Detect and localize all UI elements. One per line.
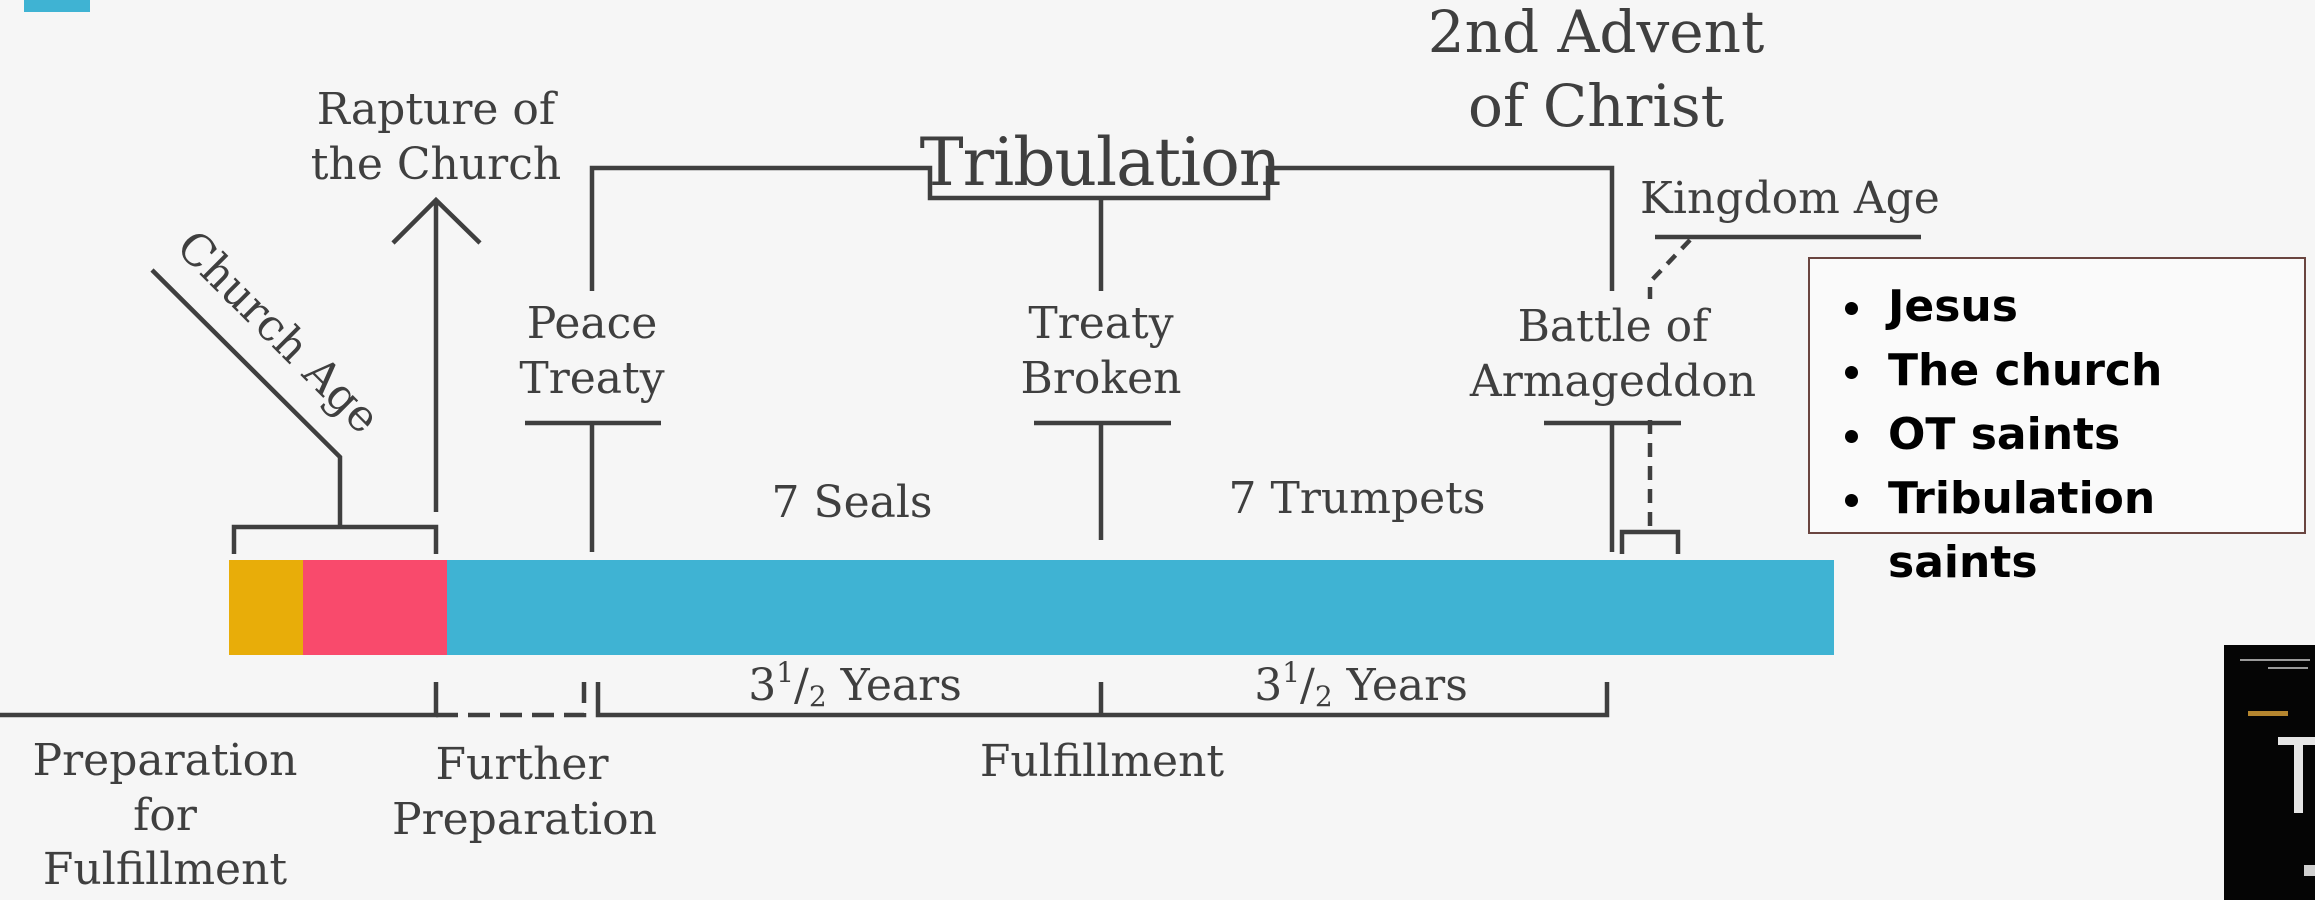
fulfillment-label: Fulfillment bbox=[979, 736, 1225, 787]
legend-item: Jesus bbox=[1878, 275, 2304, 339]
timeline-segment-blue bbox=[447, 560, 1834, 655]
peace-treaty-marker bbox=[525, 420, 661, 552]
preparation-label: Preparation for Fulfillment bbox=[32, 735, 298, 896]
kingdom-small-bracket bbox=[1619, 529, 1681, 554]
church-age-bracket bbox=[231, 524, 439, 554]
years-first-label: 31/2 Years bbox=[748, 656, 962, 713]
treaty-broken-marker bbox=[1034, 420, 1171, 540]
armageddon-marker bbox=[1544, 420, 1681, 552]
legend-list: Jesus The church OT saints Tribulation s… bbox=[1810, 259, 2304, 595]
seven-seals-label: 7 Seals bbox=[771, 477, 933, 528]
further-preparation-label: Further Preparation bbox=[392, 739, 657, 845]
book-cover-mark bbox=[2304, 865, 2315, 876]
treaty-broken-label: Treaty Broken bbox=[1020, 298, 1182, 404]
legend-item: Tribulation saints bbox=[1878, 467, 2304, 595]
title-color-square bbox=[24, 0, 90, 12]
church-age-line bbox=[150, 268, 343, 527]
armageddon-label: Battle of Armageddon bbox=[1469, 301, 1757, 407]
legend-item: OT saints bbox=[1878, 403, 2304, 467]
seven-trumpets-label: 7 Trumpets bbox=[1228, 473, 1486, 524]
timeline-segment-gold bbox=[229, 560, 303, 655]
kingdom-age-connector bbox=[1647, 238, 1692, 300]
book-cover-blurb bbox=[2240, 659, 2310, 661]
legend-item: The church bbox=[1878, 339, 2304, 403]
kingdom-age-label: Kingdom Age bbox=[1640, 173, 1940, 224]
timeline-segment-pink bbox=[303, 560, 447, 655]
rapture-arrow bbox=[391, 196, 482, 512]
years-second-label: 31/2 Years bbox=[1254, 656, 1468, 713]
legend-box: Jesus The church OT saints Tribulation s… bbox=[1808, 257, 2306, 588]
book-cover-title-glyph bbox=[2278, 737, 2315, 813]
further-prep-dashed bbox=[436, 682, 587, 718]
preparation-line bbox=[0, 682, 439, 718]
book-cover-thumbnail bbox=[2224, 645, 2315, 900]
book-cover-blurb bbox=[2268, 667, 2308, 669]
peace-treaty-label: Peace Treaty bbox=[519, 298, 665, 404]
rapture-label: Rapture of the Church bbox=[310, 84, 562, 190]
book-cover-accent bbox=[2248, 711, 2288, 716]
tribulation-label: Tribulation bbox=[919, 124, 1282, 201]
second-advent-label: 2nd Advent of Christ bbox=[1427, 0, 1765, 140]
